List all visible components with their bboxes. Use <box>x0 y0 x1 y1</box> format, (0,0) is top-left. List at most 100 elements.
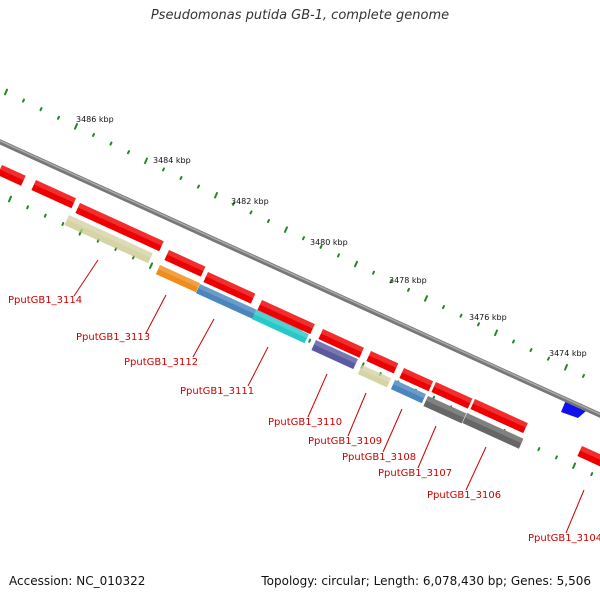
gene-label-text-9: PputGB1_3104 <box>528 533 600 544</box>
gene-label-text-8: PputGB1_3106 <box>427 490 501 501</box>
gene-label-6: PputGB1_3108 <box>342 408 416 463</box>
gene-bar-3 <box>251 310 309 344</box>
gene-bar-0-body <box>64 215 153 264</box>
genome-backbone-highlight <box>0 139 600 416</box>
cds-red-arrow-2 <box>75 203 164 252</box>
gene-label-5: PputGB1_3109 <box>308 392 382 447</box>
gene-bar-6 <box>390 380 426 404</box>
gene-label-text-6: PputGB1_3108 <box>342 452 416 463</box>
tick-label-4: 3478 kbp <box>389 276 427 285</box>
gene-leader-line-1 <box>145 294 167 334</box>
gene-label-1: PputGB1_3113 <box>76 294 167 343</box>
outer-tick-3 <box>57 115 60 120</box>
cds-red-arrow-5-highlight <box>259 300 315 329</box>
inner-tick-33 <box>590 472 594 477</box>
outer-tick-26 <box>459 313 463 318</box>
cds-red-arrow-11-highlight <box>579 446 600 460</box>
gene-leader-line-7 <box>417 425 437 469</box>
inner-tick-31 <box>555 455 558 460</box>
gene-bar-8-highlight <box>464 413 524 444</box>
outer-tick-30 <box>529 348 533 353</box>
outer-tick-11 <box>197 184 200 189</box>
outer-tick-23 <box>407 287 410 292</box>
cds-red-arrow-10-highlight <box>472 399 528 428</box>
cds-red-arrow-7-highlight <box>368 351 399 368</box>
inner-tick-2 <box>43 213 47 218</box>
gene-bar-4-body <box>311 340 358 370</box>
outer-tick-7 <box>127 150 130 155</box>
inner-tick-17 <box>308 338 312 343</box>
tick-label-1: 3484 kbp <box>153 156 191 165</box>
gene-label-text-0: PputGB1_3114 <box>8 295 82 306</box>
outer-tick-29 <box>512 339 515 344</box>
inner-tick-32 <box>572 462 577 469</box>
gene-label-0: PputGB1_3114 <box>8 259 99 306</box>
inner-tick-0 <box>8 195 12 203</box>
cds-red-arrow-6 <box>318 329 364 358</box>
cds-red-arrow-0-body <box>0 165 26 186</box>
cds-red-arrow-3-highlight <box>166 250 206 272</box>
gene-bar-0 <box>64 215 153 264</box>
gene-bar-6-highlight <box>393 380 426 399</box>
outer-tick-1 <box>22 98 25 103</box>
cds-red-arrow-4-highlight <box>205 272 256 299</box>
gene-leader-line-2 <box>192 318 215 358</box>
figure-title: Pseudomonas putida GB-1, complete genome <box>150 8 450 23</box>
cds-red-arrow-4 <box>203 272 256 304</box>
gene-leader-line-9 <box>565 489 585 534</box>
gene-leader-line-4 <box>307 373 328 418</box>
gene-label-9: PputGB1_3104 <box>528 489 600 544</box>
gene-leader-line-0 <box>73 259 99 297</box>
cds-red-arrow-0 <box>0 165 26 186</box>
tick-label-2: 3482 kbp <box>231 197 269 206</box>
outer-tick-32 <box>564 364 568 371</box>
gene-leader-line-5 <box>347 392 367 437</box>
cds-red-arrow-10 <box>470 399 528 434</box>
outer-tick-28 <box>494 329 498 337</box>
cds-red-arrow-2-body <box>75 203 164 252</box>
gene-label-text-5: PputGB1_3109 <box>308 436 382 447</box>
outer-tick-19 <box>337 253 340 258</box>
gene-leader-line-8 <box>465 446 487 491</box>
gene-label-2: PputGB1_3112 <box>124 318 215 368</box>
cds-red-arrow-9-body <box>431 382 473 409</box>
outer-tick-0 <box>4 88 8 96</box>
cds-red-arrow-9-highlight <box>433 382 473 404</box>
genome-backbone-line <box>0 139 600 418</box>
gene-label-text-1: PputGB1_3113 <box>76 332 150 343</box>
cds-red-arrow-11-body <box>577 446 600 467</box>
gene-label-3: PputGB1_3111 <box>180 346 269 397</box>
cds-red-arrow-4-body <box>203 272 256 304</box>
gene-bar-0-highlight <box>66 215 153 258</box>
cds-red-arrow-3-body <box>164 250 206 277</box>
inner-tick-1 <box>26 205 30 210</box>
tick-label-6: 3474 kbp <box>549 349 587 358</box>
cds-red-arrow-0-highlight <box>0 165 26 181</box>
gene-bar-4 <box>311 340 358 370</box>
genome-summary-text: Topology: circular; Length: 6,078,430 bp… <box>261 574 591 588</box>
gene-bar-5-body <box>357 365 392 388</box>
outer-tick-27 <box>477 322 480 327</box>
gene-bar-7-highlight <box>425 396 467 418</box>
backbone-layer <box>0 139 600 418</box>
cds-red-arrow-5 <box>257 300 315 335</box>
outer-tick-8 <box>144 157 148 165</box>
gene-bar-1-highlight <box>158 265 200 288</box>
outer-tick-22 <box>389 279 393 284</box>
gene-leader-line-6 <box>382 408 403 453</box>
inner-tick-8 <box>149 262 154 269</box>
cds-red-arrow-1 <box>31 180 76 209</box>
gene-bar-5-highlight <box>360 365 392 383</box>
inner-tick-3 <box>61 222 65 226</box>
tick-label-5: 3476 kbp <box>469 313 507 322</box>
cds-red-arrow-9 <box>431 382 473 409</box>
outer-tick-21 <box>372 270 375 275</box>
gene-bar-7 <box>423 396 467 424</box>
gene-label-text-7: PputGB1_3107 <box>378 468 452 479</box>
gene-bar-1 <box>155 265 200 293</box>
gene-bar-5 <box>357 365 392 388</box>
outer-tick-10 <box>179 176 183 180</box>
cds-red-arrow-7-body <box>366 351 399 374</box>
